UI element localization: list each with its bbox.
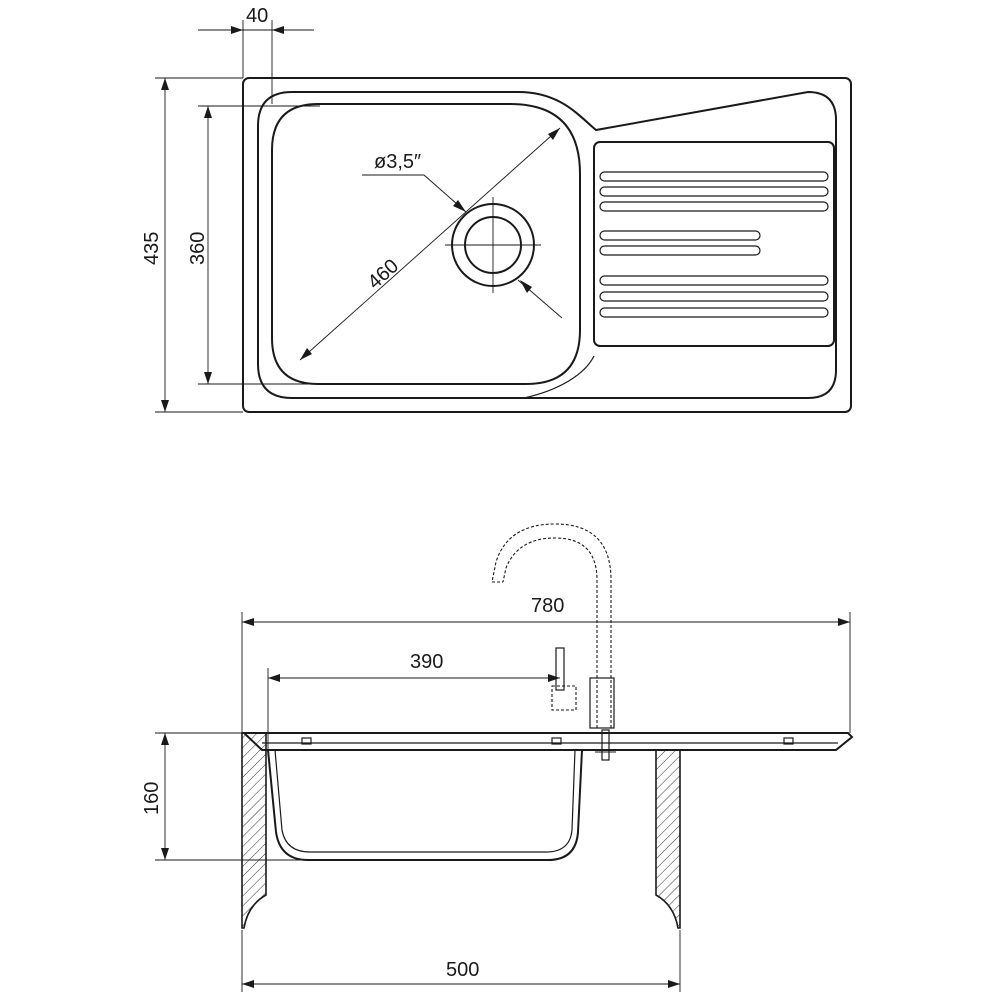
- bowl-diagonal-label: 460: [364, 255, 404, 294]
- cabinet-width-dimension: 500: [241, 930, 681, 992]
- bowl-profile-inner: [274, 749, 576, 853]
- top-view: ø3,5″ 460 40 435: [141, 5, 852, 413]
- cabinet-wall-right: [655, 749, 681, 929]
- bowl-width-label: 390: [410, 651, 443, 673]
- drainboard-panel: [593, 141, 835, 347]
- drain-diameter-dimension: ø3,5″: [362, 151, 563, 319]
- bowl-profile: [267, 749, 583, 861]
- drain-icon: [445, 197, 541, 293]
- bowl-depth-label: 360: [187, 232, 209, 265]
- overall-width-dimension: 780: [241, 595, 851, 733]
- sink-profile: [241, 732, 854, 751]
- bowl-lip: [523, 355, 595, 399]
- bowl-depth-dimension: 360: [187, 105, 320, 385]
- mounting-slot: [783, 737, 794, 745]
- bowl-depth-side-label: 160: [141, 782, 163, 815]
- sink-inner-contour-detail: [517, 91, 597, 131]
- outer-depth-dimension: 435: [141, 77, 243, 413]
- edge-width-label: 40: [246, 5, 268, 27]
- cabinet-wall-left: [241, 732, 267, 929]
- faucet-icon: [491, 523, 616, 761]
- bowl-depth-side-dimension: 160: [141, 732, 310, 861]
- mounting-slot: [551, 737, 562, 745]
- overall-width-label: 780: [531, 595, 564, 617]
- edge-width-dimension: 40: [198, 5, 314, 104]
- cabinet-width-label: 500: [446, 959, 479, 981]
- outer-depth-label: 435: [141, 232, 163, 265]
- sink-outer-rim: [242, 77, 852, 413]
- drain-diameter-label: ø3,5″: [374, 151, 421, 173]
- bowl-width-dimension: 390: [267, 651, 560, 750]
- mounting-slot: [301, 737, 312, 745]
- side-view: 780 390 160 500: [141, 523, 854, 992]
- bowl-outline: [271, 103, 581, 385]
- sink-inner-contour: [257, 90, 837, 399]
- drainboard-grooves: [599, 171, 829, 318]
